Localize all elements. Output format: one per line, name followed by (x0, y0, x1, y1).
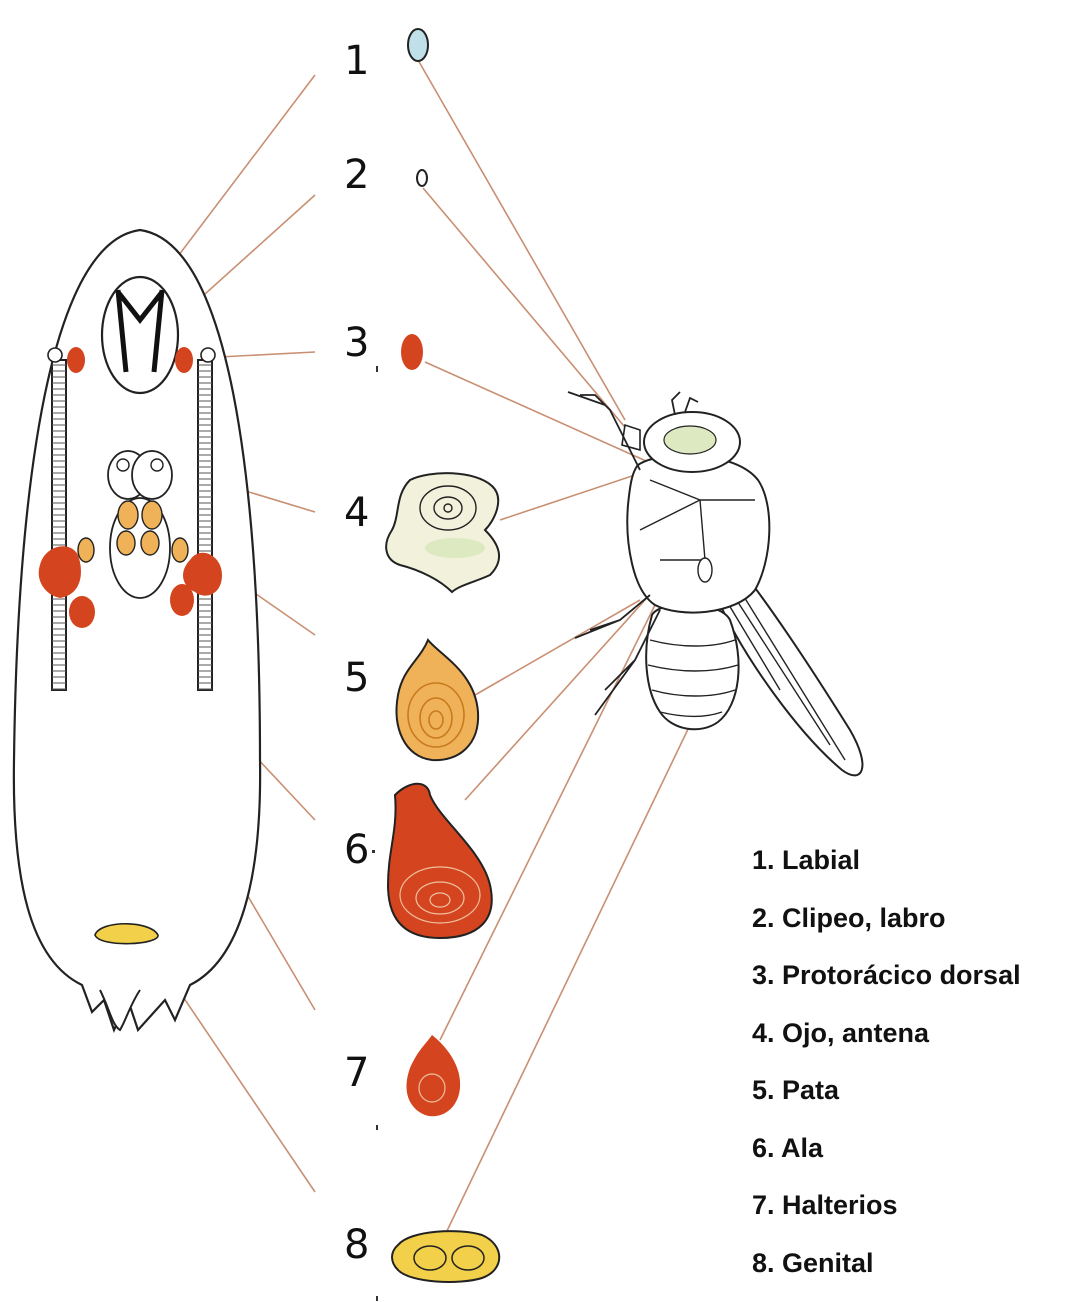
legend-item-7: 7. Halterios (752, 1185, 1021, 1243)
fly-thorax (627, 455, 769, 612)
larva-drawing (14, 230, 260, 1030)
larva-leg-disc-4 (141, 531, 159, 555)
legend-item-4: 4. Ojo, antena (752, 1013, 1021, 1071)
larva-leg-disc-5 (78, 538, 94, 562)
larva-leg-disc-1 (118, 501, 138, 529)
larva-leg-disc-6 (172, 538, 188, 562)
spiracle-right (201, 348, 215, 362)
label-number-1: 1 (344, 38, 369, 84)
legend: 1. Labial 2. Clipeo, labro 3. Protorácic… (752, 840, 1021, 1300)
fly-line-7 (440, 605, 655, 1040)
larva-eye-inner-2 (151, 459, 163, 471)
larva-eye-disc-right (132, 451, 172, 499)
label-number-3: 3 (344, 320, 369, 366)
label-number-5: 5 (344, 655, 369, 701)
fly-line-1 (418, 60, 625, 420)
label-number-8: 8 (344, 1222, 369, 1268)
larva-leg-disc-3 (117, 531, 135, 555)
disc-2-clypeus (417, 170, 427, 186)
label-number-6: 6 (344, 827, 369, 873)
scan-mark-2 (372, 850, 375, 853)
scan-mark-1 (376, 366, 378, 372)
fly-eye (664, 426, 716, 454)
legend-item-5: 5. Pata (752, 1070, 1021, 1128)
disc-4-eye-field (425, 538, 485, 558)
larva-haltere-disc-right (170, 584, 194, 616)
label-number-4: 4 (344, 490, 369, 536)
fly-drawing (568, 392, 862, 775)
larva-head (102, 277, 178, 393)
fly-line-8 (445, 725, 690, 1235)
disc-1-labial (408, 29, 428, 61)
legend-item-8: 8. Genital (752, 1243, 1021, 1301)
disc-3-prothoracic (401, 334, 423, 370)
larva-line-1 (160, 75, 315, 280)
spiracle-left (48, 348, 62, 362)
label-number-7: 7 (344, 1050, 369, 1096)
larva-eye-inner-1 (117, 459, 129, 471)
scan-marks (372, 366, 378, 1301)
legend-item-6: 6. Ala (752, 1128, 1021, 1186)
larva-leg-disc-2 (142, 501, 162, 529)
fly-haltere (698, 558, 712, 582)
disc-5-leg (397, 640, 479, 760)
legend-item-2: 2. Clipeo, labro (752, 898, 1021, 956)
disc-column (386, 29, 499, 1282)
legend-item-3: 3. Protorácico dorsal (752, 955, 1021, 1013)
scan-mark-3 (376, 1125, 378, 1130)
larva-haltere-disc-left (69, 596, 95, 628)
legend-item-1: 1. Labial (752, 840, 1021, 898)
fly-abdomen (646, 604, 738, 729)
larva-disc-3-right (175, 347, 193, 373)
disc-7-haltere (406, 1035, 460, 1116)
label-number-2: 2 (344, 152, 369, 198)
disc-6-wing (388, 784, 492, 938)
scan-mark-4 (376, 1296, 378, 1301)
disc-4-eye-antenna (386, 473, 499, 592)
larva-disc-3-left (67, 347, 85, 373)
